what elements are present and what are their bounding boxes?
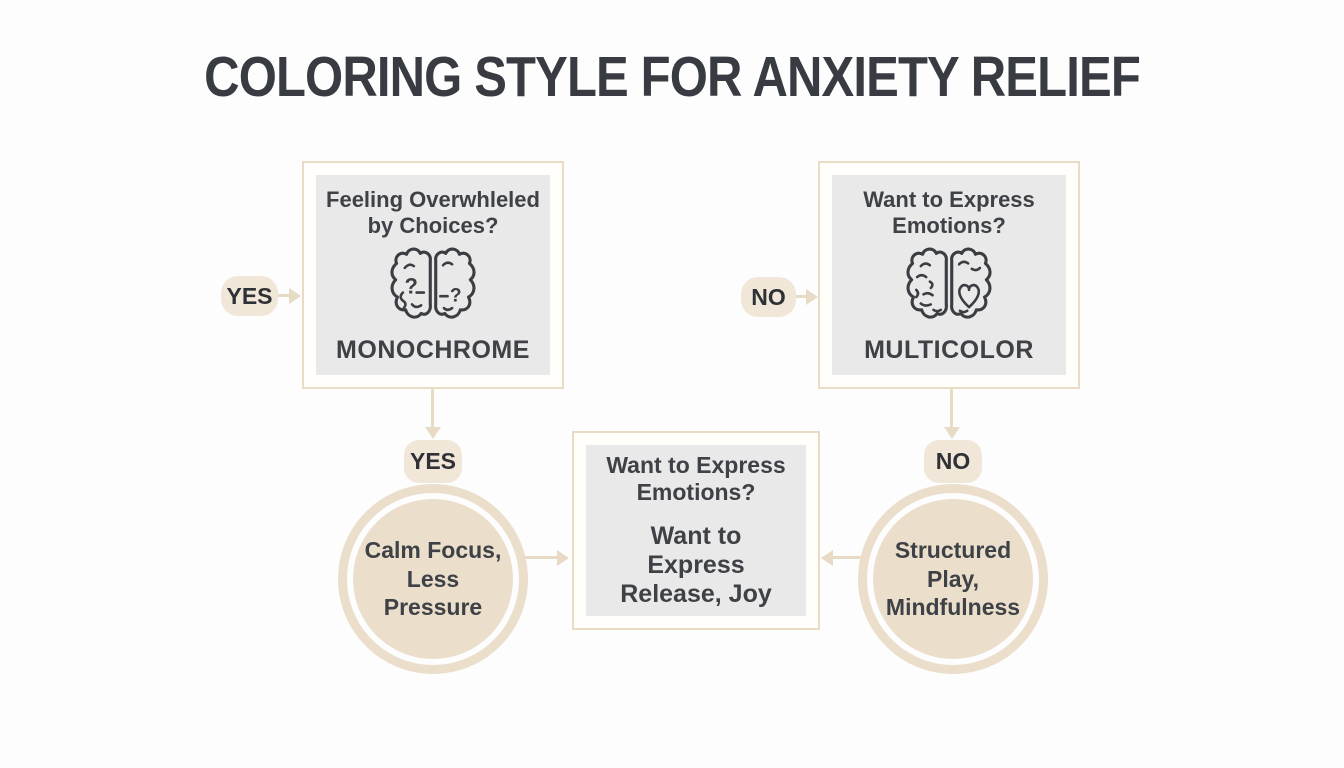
multicolor-outcome-text: Structured Play, Mindfulness xyxy=(885,536,1021,621)
page-title: COLORING STYLE FOR ANXIETY RELIEF xyxy=(0,44,1344,110)
arrow-monochrome-down-head xyxy=(425,427,441,439)
multicolor-circle-ring: Structured Play, Mindfulness xyxy=(867,493,1039,665)
arrow-no-entry-line xyxy=(795,295,807,298)
monochrome-outcome-circle: Calm Focus, Less Pressure xyxy=(338,484,528,674)
page-title-text: COLORING STYLE FOR ANXIETY RELIEF xyxy=(204,45,1141,109)
brain-heart-icon xyxy=(906,247,992,319)
monochrome-outcome-text: Calm Focus, Less Pressure xyxy=(364,536,502,621)
arrow-yes-entry-head xyxy=(289,288,301,304)
multicolor-label: MULTICOLOR xyxy=(864,336,1034,364)
arrow-multicolor-down-line xyxy=(950,389,953,427)
multicolor-outcome-circle: Structured Play, Mindfulness xyxy=(858,484,1048,674)
multicolor-box: Want to Express Emotions? MULTICOLOR xyxy=(818,161,1080,389)
brain-question-icon: ? ? xyxy=(390,247,476,319)
monochrome-question: Feeling Overwhleled by Choices? xyxy=(326,187,540,239)
arrow-right-circle-line xyxy=(833,556,885,559)
no-entry-pill: NO xyxy=(741,277,796,317)
monochrome-circle-ring: Calm Focus, Less Pressure xyxy=(347,493,519,665)
monochrome-box-inner: Feeling Overwhleled by Choices? ? ? MONO… xyxy=(316,175,550,375)
arrow-left-circle-line xyxy=(506,556,558,559)
no-branch-pill: NO xyxy=(924,440,982,483)
yes-entry-pill: YES xyxy=(221,276,278,316)
monochrome-label: MONOCHROME xyxy=(336,336,530,364)
arrow-no-entry-head xyxy=(806,289,818,305)
monochrome-box: Feeling Overwhleled by Choices? ? ? MONO… xyxy=(302,161,564,389)
multicolor-box-inner: Want to Express Emotions? MULTICOLOR xyxy=(832,175,1066,375)
arrow-yes-entry-line xyxy=(277,294,290,297)
multicolor-question: Want to Express Emotions? xyxy=(863,187,1035,239)
arrow-multicolor-down-head xyxy=(944,427,960,439)
center-box-question: Want to Express Emotions? xyxy=(606,451,786,505)
center-box-subtext: Want to Express Release, Joy xyxy=(620,522,772,609)
svg-text:?: ? xyxy=(450,286,462,307)
arrow-right-circle-head xyxy=(821,550,833,566)
arrow-left-circle-head xyxy=(557,550,569,566)
center-box: Want to Express Emotions? Want to Expres… xyxy=(572,431,820,630)
svg-text:?: ? xyxy=(404,273,417,298)
yes-branch-pill: YES xyxy=(404,440,462,483)
arrow-monochrome-down-line xyxy=(431,389,434,427)
center-box-inner: Want to Express Emotions? Want to Expres… xyxy=(586,445,806,616)
